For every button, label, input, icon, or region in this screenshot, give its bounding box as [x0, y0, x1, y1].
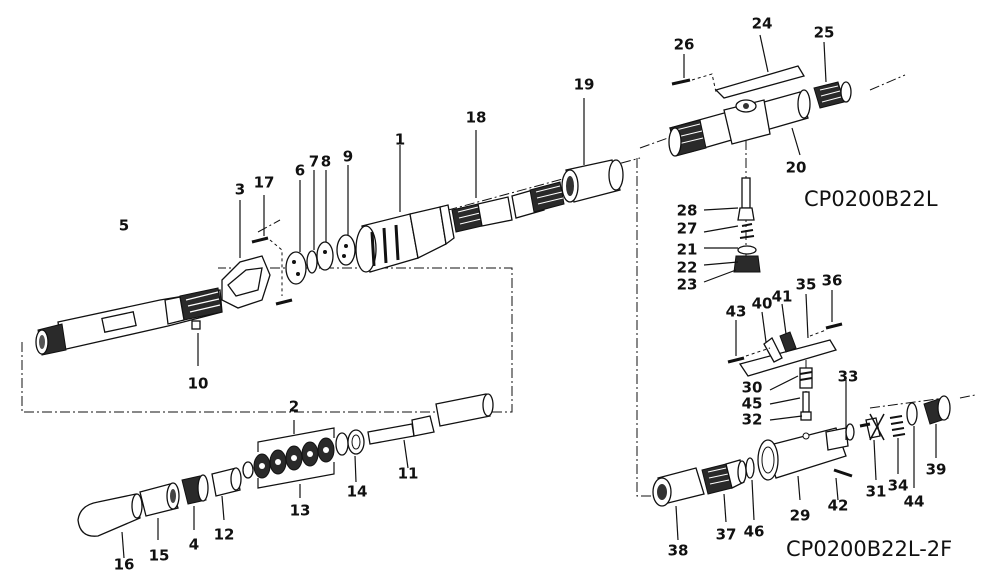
callout-16: 16 [113, 555, 135, 574]
callout-29: 29 [789, 506, 811, 525]
callout-13: 13 [289, 501, 311, 520]
callout-4: 4 [188, 535, 200, 554]
parts-31-34-39-44-end-parts [833, 380, 951, 501]
part-29-valve-housing-2f [757, 427, 849, 501]
part-16-nose-cone [77, 493, 143, 559]
callout-35: 35 [795, 275, 817, 294]
callout-12: 12 [213, 525, 235, 544]
callout-24: 24 [751, 14, 773, 33]
callout-25: 25 [813, 23, 835, 42]
parts-6-9-plates [285, 165, 356, 285]
callout-31: 31 [865, 482, 887, 501]
parts-30-32-45-trigger-valve [769, 367, 813, 421]
callout-30: 30 [741, 378, 763, 397]
callout-18: 18 [465, 108, 487, 127]
part-1-cylinder [355, 145, 455, 273]
part-15-collar [139, 482, 180, 540]
callout-33: 33 [837, 367, 859, 386]
part-3-front-cap [221, 200, 271, 309]
model-label-bottom: CP0200B22L-2F [786, 537, 953, 561]
model-label-top: CP0200B22L [804, 187, 938, 211]
callout-19: 19 [573, 75, 595, 94]
callout-45: 45 [741, 394, 763, 413]
callout-5: 5 [118, 216, 130, 235]
callout-7: 7 [308, 152, 320, 171]
part-5-housing [35, 287, 223, 356]
parts-35-43-lever [727, 290, 843, 377]
callout-11: 11 [397, 464, 419, 483]
callout-14: 14 [346, 482, 368, 501]
callout-20: 20 [785, 158, 807, 177]
parts-2-13-planet-gears [242, 420, 335, 498]
callout-46: 46 [743, 522, 765, 541]
callout-10: 10 [187, 374, 209, 393]
callout-1: 1 [394, 130, 406, 149]
callout-15: 15 [148, 546, 170, 565]
callout-37: 37 [715, 525, 737, 544]
part-17-pins [251, 195, 293, 306]
part-14-washers [335, 429, 365, 483]
callout-44: 44 [903, 492, 925, 511]
callout-21: 21 [676, 240, 698, 259]
callout-26: 26 [673, 35, 695, 54]
parts-21-28-valve-stack [703, 177, 761, 283]
callout-23: 23 [676, 275, 698, 294]
part-12-ring [211, 467, 242, 521]
part-46-oring [745, 457, 755, 521]
callout-41: 41 [771, 287, 793, 306]
callout-42: 42 [827, 496, 849, 515]
callout-43: 43 [725, 302, 747, 321]
callout-27: 27 [676, 219, 698, 238]
part-38-cap [652, 467, 705, 541]
callout-34: 34 [887, 476, 909, 495]
callout-38: 38 [667, 541, 689, 560]
part-11-spindle [367, 393, 494, 469]
part-19-sleeve [561, 98, 624, 203]
callout-9: 9 [342, 147, 354, 166]
callout-36: 36 [821, 271, 843, 290]
part-10-key [191, 320, 201, 366]
callout-28: 28 [676, 201, 698, 220]
callout-17: 17 [253, 173, 275, 192]
callout-3: 3 [234, 180, 246, 199]
callout-39: 39 [925, 460, 947, 479]
part-37-fitting [701, 459, 747, 523]
callout-40: 40 [751, 294, 773, 313]
part-4-nut [181, 474, 209, 530]
callout-2: 2 [288, 397, 300, 416]
parts-24-26-lever [671, 34, 852, 109]
callout-22: 22 [676, 258, 698, 277]
callout-8: 8 [320, 152, 332, 171]
callout-32: 32 [741, 410, 763, 429]
callout-6: 6 [294, 161, 306, 180]
part-20-valve-housing [668, 89, 811, 157]
part-18-shaft [451, 130, 565, 233]
